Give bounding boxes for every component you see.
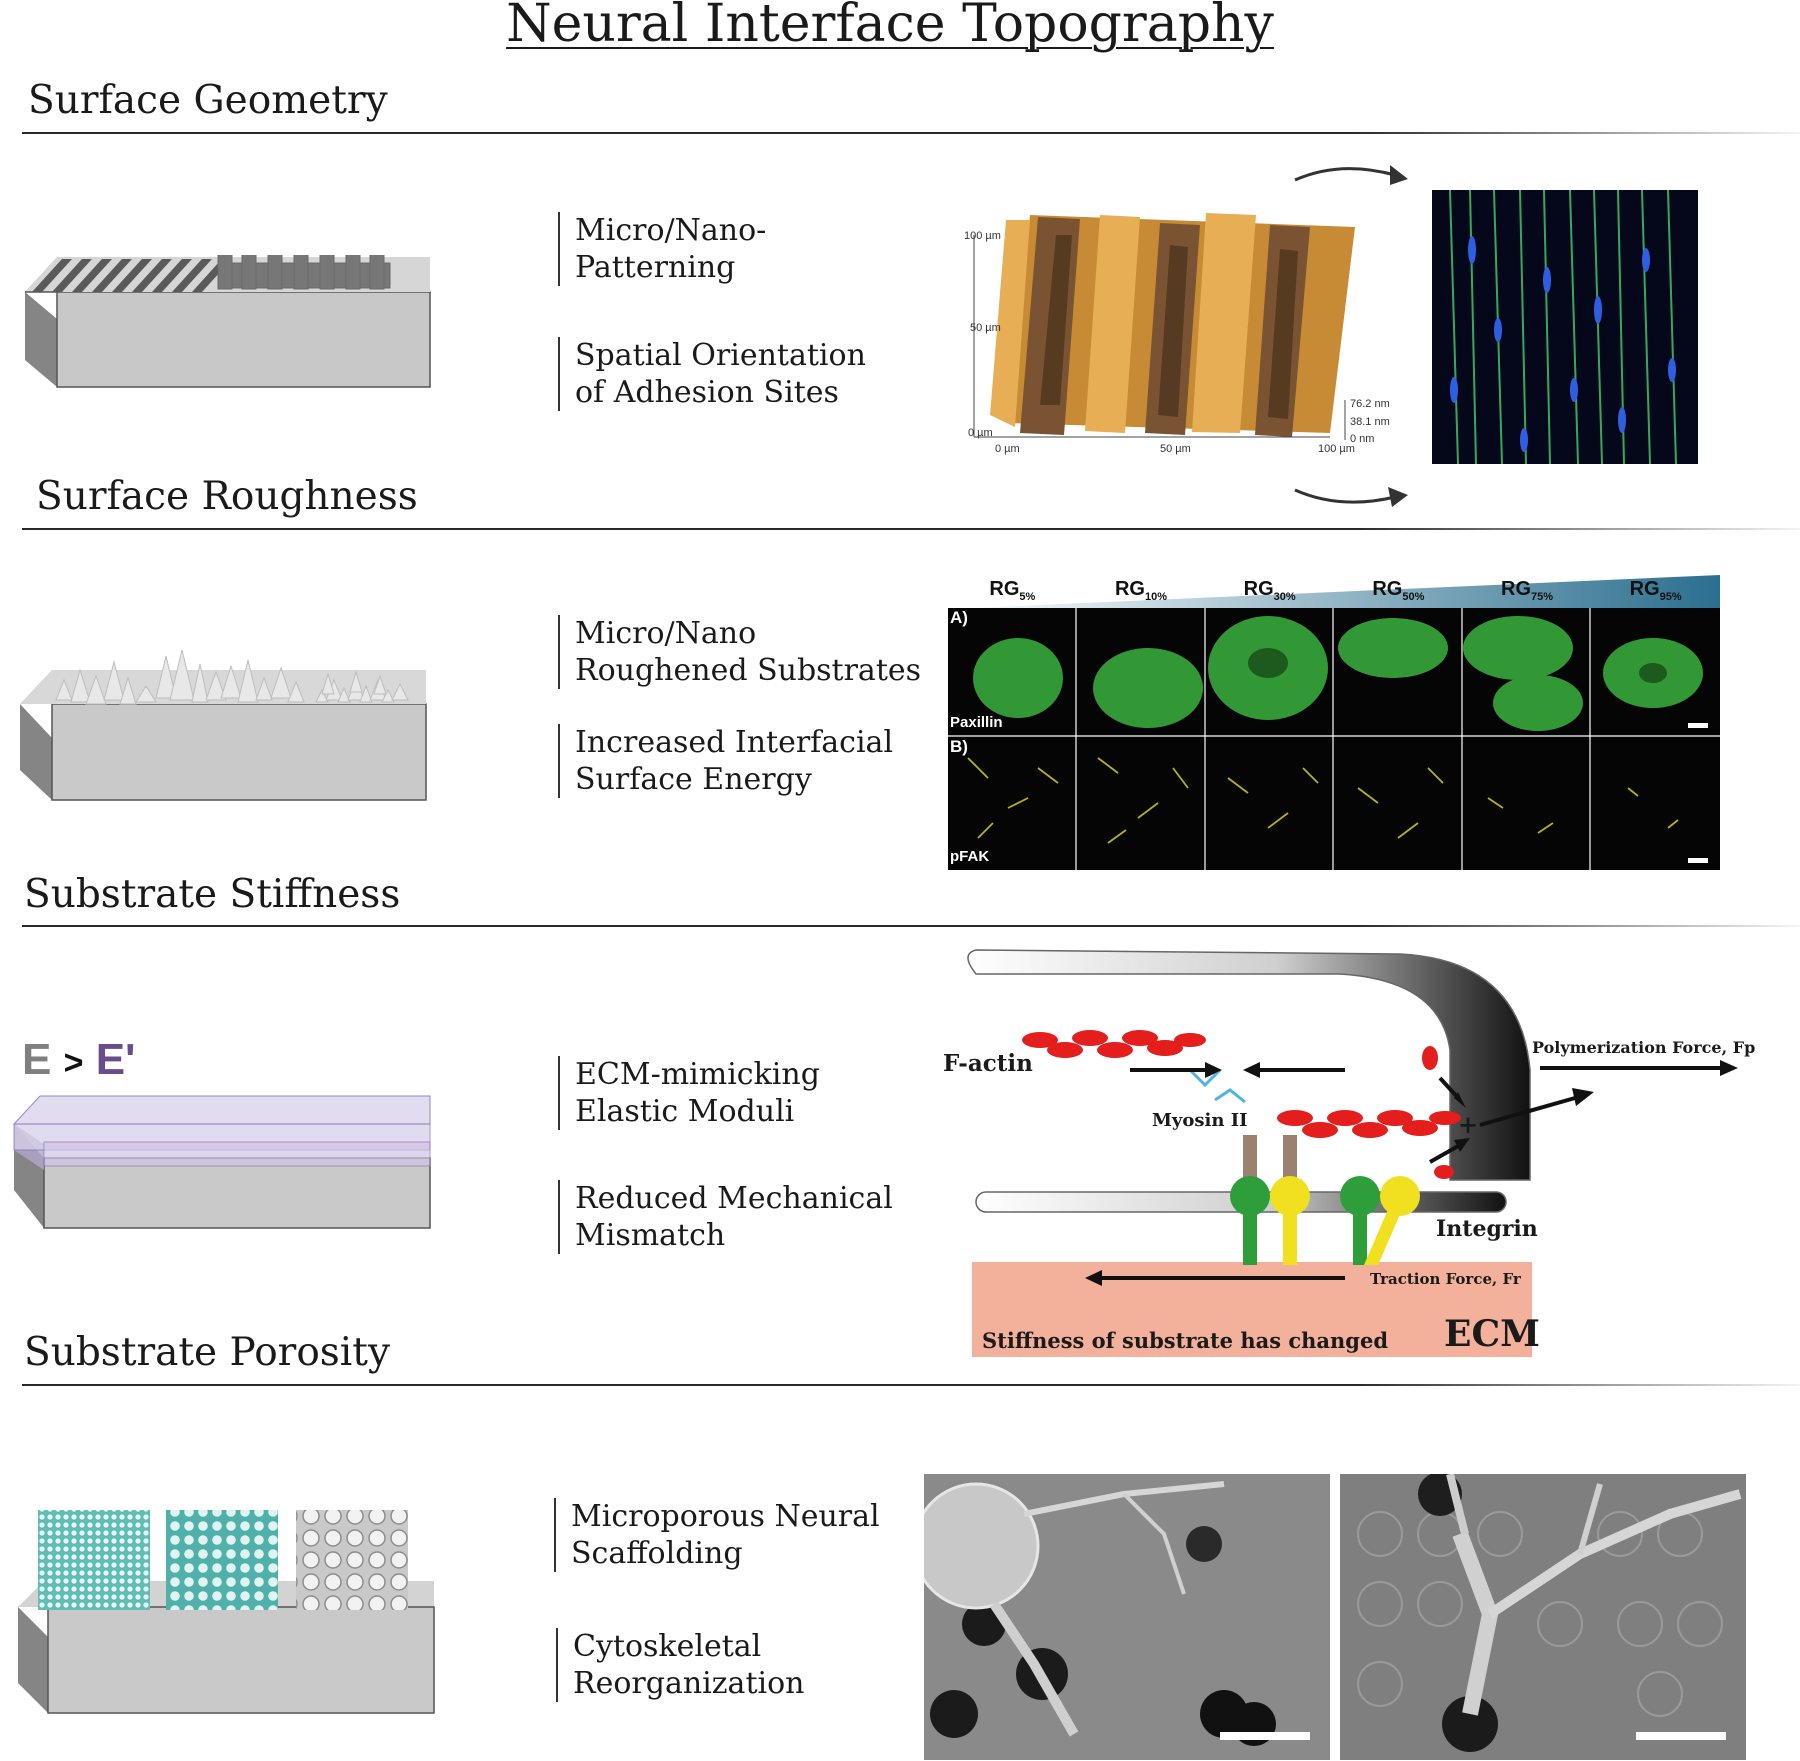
afm-z-tick-0: 0 nm [1350,433,1375,445]
pfak-label: pFAK [950,848,990,865]
afm-z-tick-76: 76.2 nm [1350,398,1390,410]
afm-z-tick-38: 38.1 nm [1350,416,1390,428]
rg-label: RG75% [1501,578,1554,603]
rg-label: RG10% [1114,578,1168,603]
patterned-substrate-illustration [25,255,431,388]
modulus-comparison: E > E' [22,1035,136,1085]
row-a-label: A) [950,608,968,627]
row-b-label: B) [950,737,968,756]
modulus-e: E [22,1035,52,1084]
section-rule [22,528,1800,530]
afm-surface-image [973,213,1355,440]
greater-than: > [63,1044,84,1082]
porous-scaffold-illustration [18,1510,435,1714]
roughened-substrate-illustration [20,650,427,801]
curved-arrow-icon [1294,165,1408,185]
afm-x-tick-100: 100 µm [1318,443,1355,455]
ecm-label: ECM [1444,1313,1540,1355]
sem-image-right [1340,1474,1746,1760]
section-heading-geometry: Surface Geometry [28,78,388,123]
section-rule [22,1384,1800,1386]
afm-y-tick-100: 100 µm [964,230,1001,242]
section-rule [22,132,1800,134]
ecm-stiffness-note: Stiffness of substrate has changed [982,1328,1389,1353]
plus-sign: + [1458,1110,1479,1139]
mechanotransduction-diagram [967,949,1738,1357]
myosin-label: Myosin II [1152,1110,1248,1131]
layered-stiffness-substrate-illustration [12,1095,431,1229]
traction-force-label: Traction Force, Fr [1370,1270,1521,1288]
bullet-interfacial-energy: Increased Interfacial Surface Energy [558,724,893,798]
paxillin-pfak-microscopy-grid [948,608,1720,870]
aligned-neurons-fluorescence-image [1432,190,1698,464]
modulus-e-prime: E' [95,1035,136,1084]
afm-x-tick-50: 50 µm [1160,443,1191,455]
rg-label: RG95% [1629,578,1682,603]
paxillin-label: Paxillin [950,714,1003,731]
section-heading-porosity: Substrate Porosity [24,1330,390,1375]
roughness-gradient-wedge [948,575,1720,609]
bullet-mechanical-mismatch: Reduced Mechanical Mismatch [558,1180,893,1254]
bullet-microporous-scaffolding: Microporous Neural Scaffolding [554,1498,880,1572]
bullet-spatial-orientation: Spatial Orientation of Adhesion Sites [558,337,866,411]
afm-y-tick-50: 50 µm [970,322,1001,334]
sem-image-left [924,1474,1330,1760]
section-rule [22,925,1800,927]
bullet-roughened-substrates: Micro/Nano Roughened Substrates [558,615,921,689]
bullet-micro-nano-patterning: Micro/Nano- Patterning [558,212,766,286]
integrin-label: Integrin [1436,1216,1538,1242]
section-heading-roughness: Surface Roughness [36,474,418,519]
rg-label: RG5% [989,578,1036,603]
rg-label: RG30% [1243,578,1296,603]
bullet-elastic-moduli: ECM-mimicking Elastic Moduli [558,1056,820,1130]
f-actin-label: F-actin [943,1050,1033,1077]
roughness-column-labels: RG5% RG10% RG30% RG50% RG75% RG95% [948,578,1720,608]
section-heading-stiffness: Substrate Stiffness [24,872,401,917]
curved-arrow-icon [1294,487,1408,507]
afm-y-tick-0: 0 µm [968,427,993,439]
afm-x-tick-0: 0 µm [995,443,1020,455]
bullet-cytoskeletal-reorganization: Cytoskeletal Reorganization [556,1628,804,1702]
polymerization-force-label: Polymerization Force, Fp [1532,1038,1756,1057]
rg-label: RG50% [1372,578,1425,603]
figure-title: Neural Interface Topography [506,0,1274,54]
